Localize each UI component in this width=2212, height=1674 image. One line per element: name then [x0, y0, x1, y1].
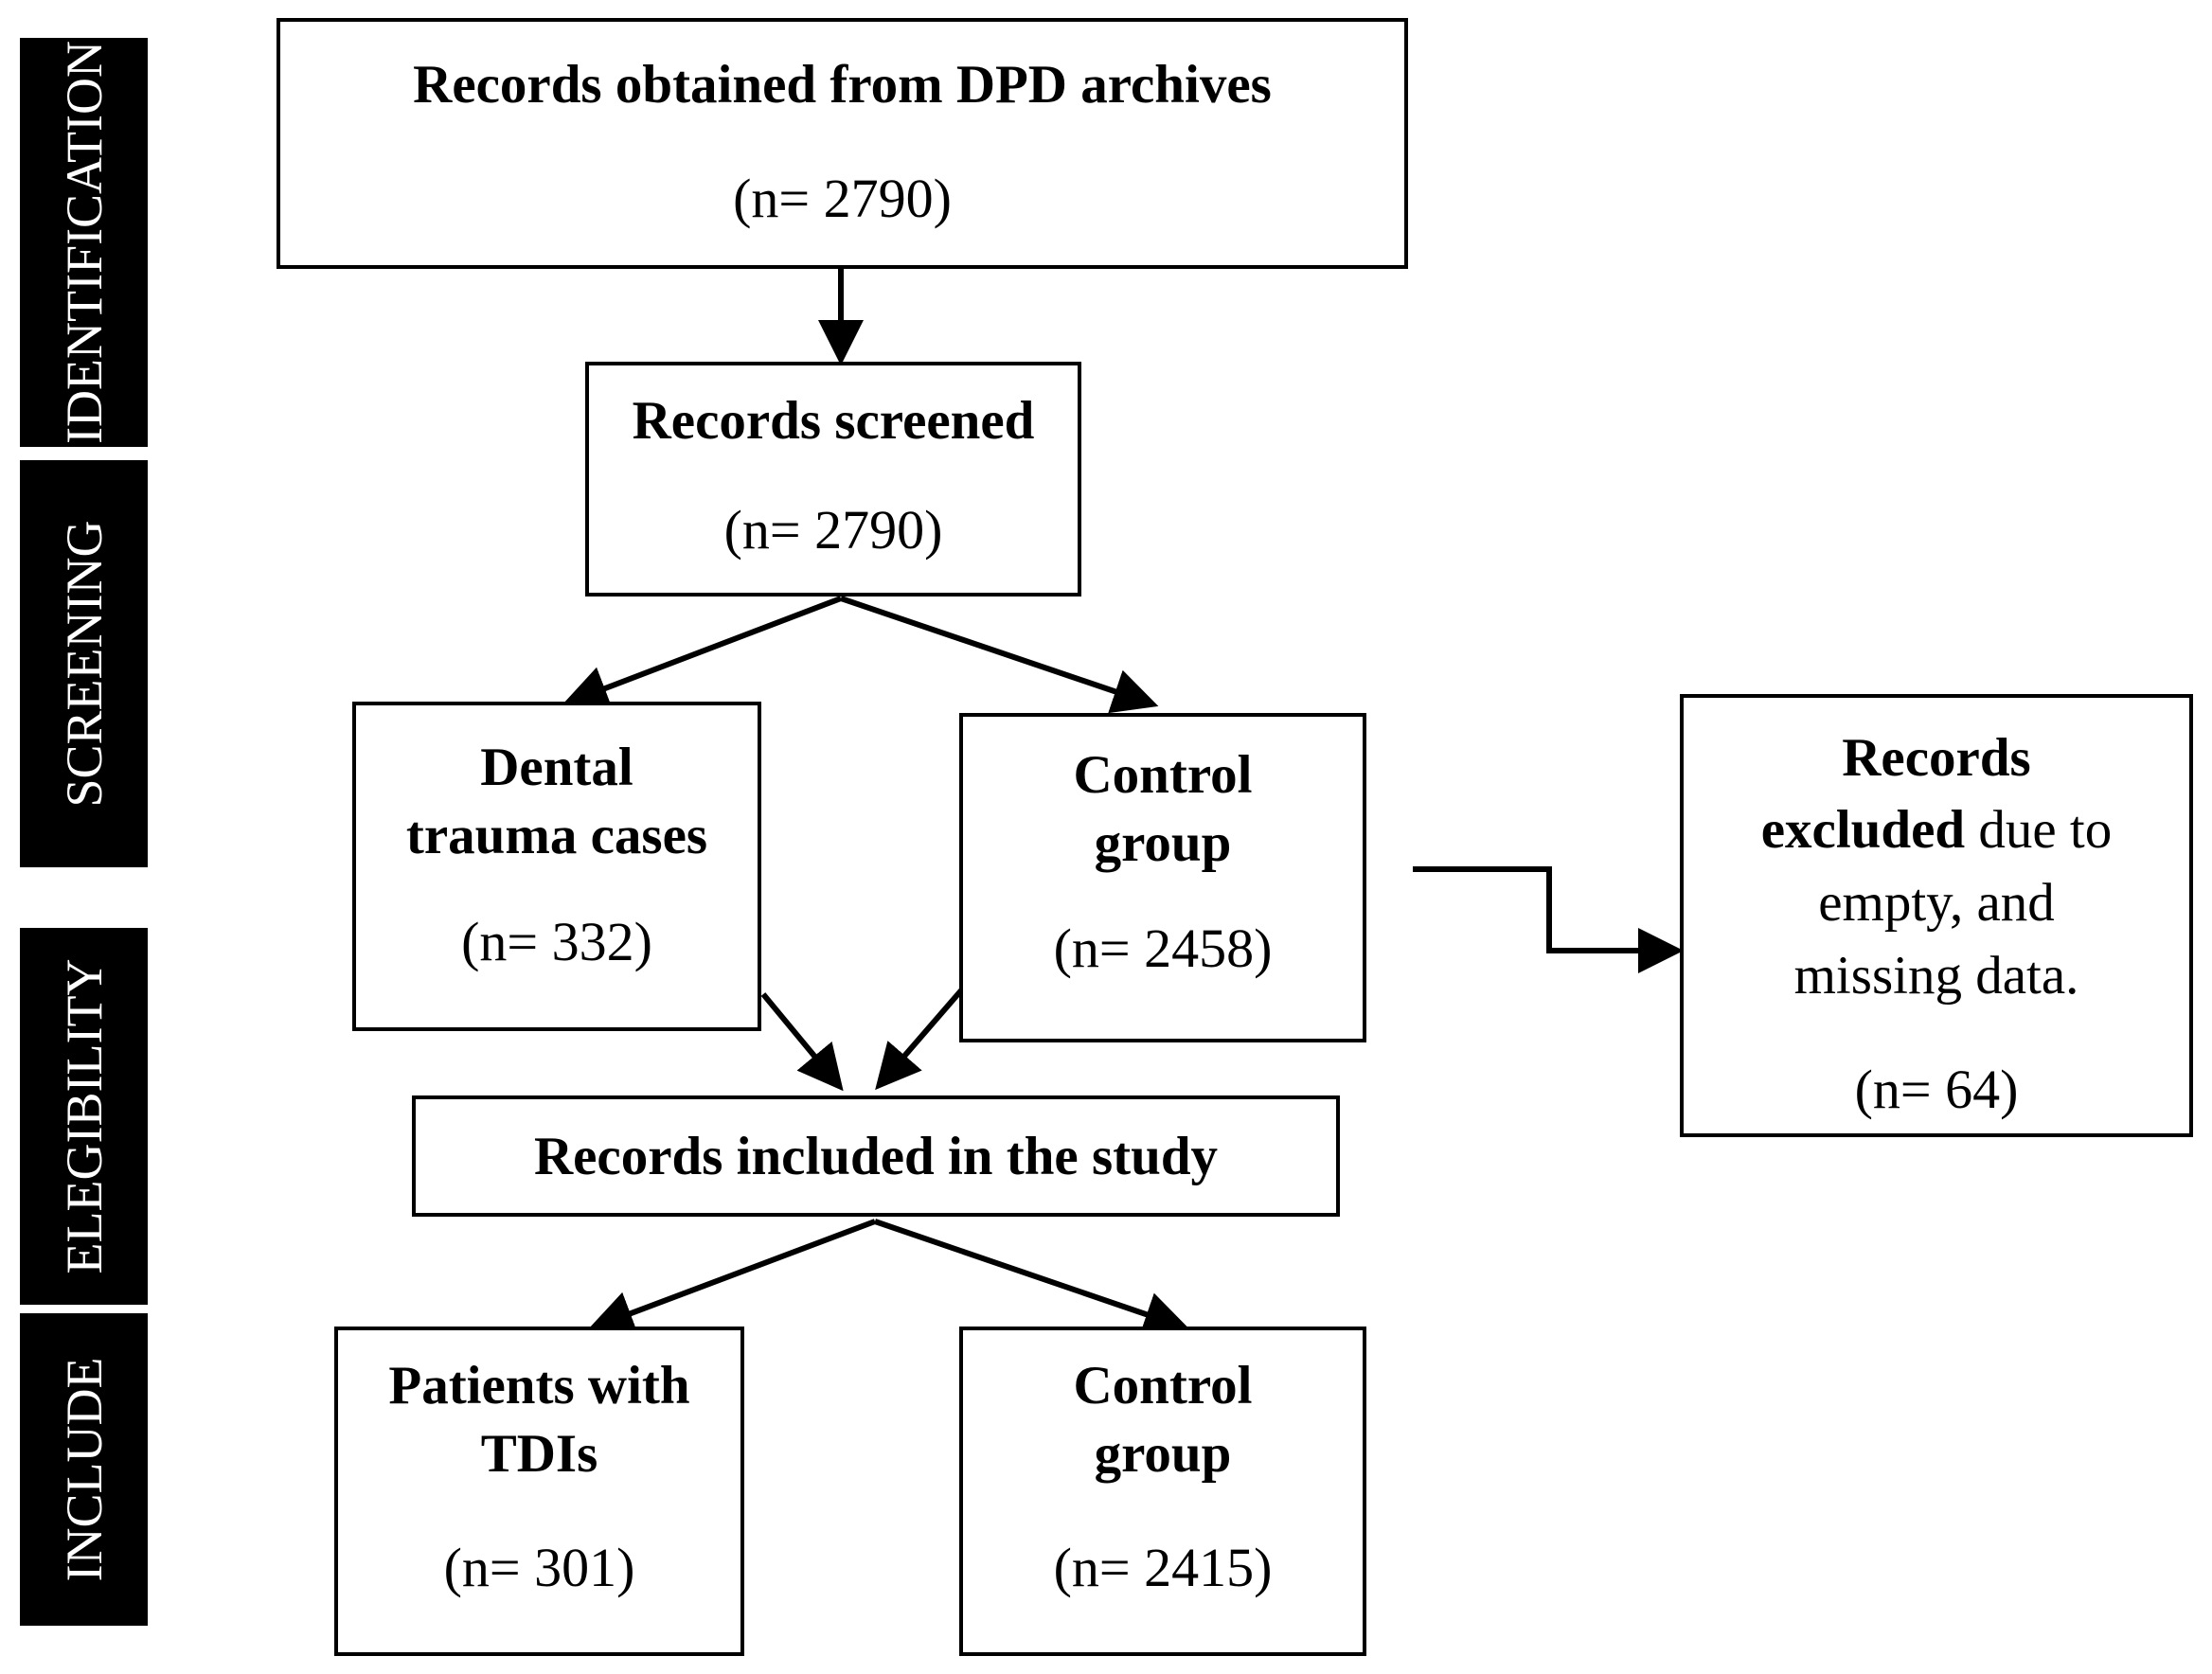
control-group-screening-count: (n= 2458): [1053, 917, 1273, 979]
records-excluded-line3: empty, and: [1818, 873, 2055, 933]
dental-trauma-title-line1: Dental: [480, 738, 633, 797]
records-obtained-title: Records obtained from DPD archives: [413, 55, 1272, 115]
arrow-screened-to-control: [840, 596, 1159, 714]
records-excluded-count: (n= 64): [1854, 1059, 2019, 1120]
records-included-box: Records included in the study: [412, 1095, 1340, 1217]
patients-tdi-box: Patients with TDIs (n= 301): [334, 1327, 744, 1656]
arrow-control-to-included: [875, 988, 965, 1091]
records-screened-count: (n= 2790): [723, 499, 943, 561]
stage-label-include: INCLUDE: [20, 1313, 148, 1626]
control-group-screening-box: Control group (n= 2458): [959, 713, 1366, 1042]
stage-label-identification: IDENTIFICATION: [20, 38, 148, 447]
records-excluded-box: Records excluded due to empty, and missi…: [1680, 694, 2193, 1137]
patients-tdi-count: (n= 301): [443, 1537, 635, 1598]
dental-trauma-title-line2: trauma cases: [405, 806, 708, 865]
records-excluded-line4: missing data.: [1793, 946, 2079, 1006]
arrow-trauma-to-included: [760, 992, 844, 1092]
control-group-final-count: (n= 2415): [1053, 1537, 1273, 1598]
arrow-to-excluded: [1413, 866, 1684, 973]
control-group-screening-title-line2: group: [1094, 813, 1232, 873]
dental-trauma-count: (n= 332): [461, 911, 652, 972]
arrow-included-to-control-final: [874, 1219, 1190, 1337]
records-obtained-box: Records obtained from DPD archives (n= 2…: [276, 18, 1408, 269]
records-screened-box: Records screened (n= 2790): [585, 362, 1081, 597]
control-group-final-box: Control group (n= 2415): [959, 1327, 1366, 1656]
patients-tdi-title-line1: Patients with: [388, 1356, 690, 1416]
stage-label-screening: SCREENING: [20, 460, 148, 867]
patients-tdi-title-line2: TDIs: [480, 1424, 598, 1484]
stage-label-elegibility: ELEGIBILITY: [20, 928, 148, 1305]
control-group-final-title-line2: group: [1094, 1424, 1232, 1484]
records-obtained-count: (n= 2790): [733, 168, 952, 229]
records-included-title: Records included in the study: [533, 1127, 1219, 1186]
arrow-screened-to-trauma: [562, 596, 843, 710]
records-excluded-line2: excluded due to: [1760, 800, 2113, 860]
records-screened-title: Records screened: [632, 391, 1035, 451]
control-group-final-title-line1: Control: [1073, 1356, 1253, 1416]
arrow-included-to-tdi: [587, 1219, 877, 1335]
dental-trauma-box: Dental trauma cases (n= 332): [352, 702, 761, 1031]
records-excluded-line1: Records: [1842, 728, 2031, 788]
control-group-screening-title-line1: Control: [1073, 745, 1253, 805]
